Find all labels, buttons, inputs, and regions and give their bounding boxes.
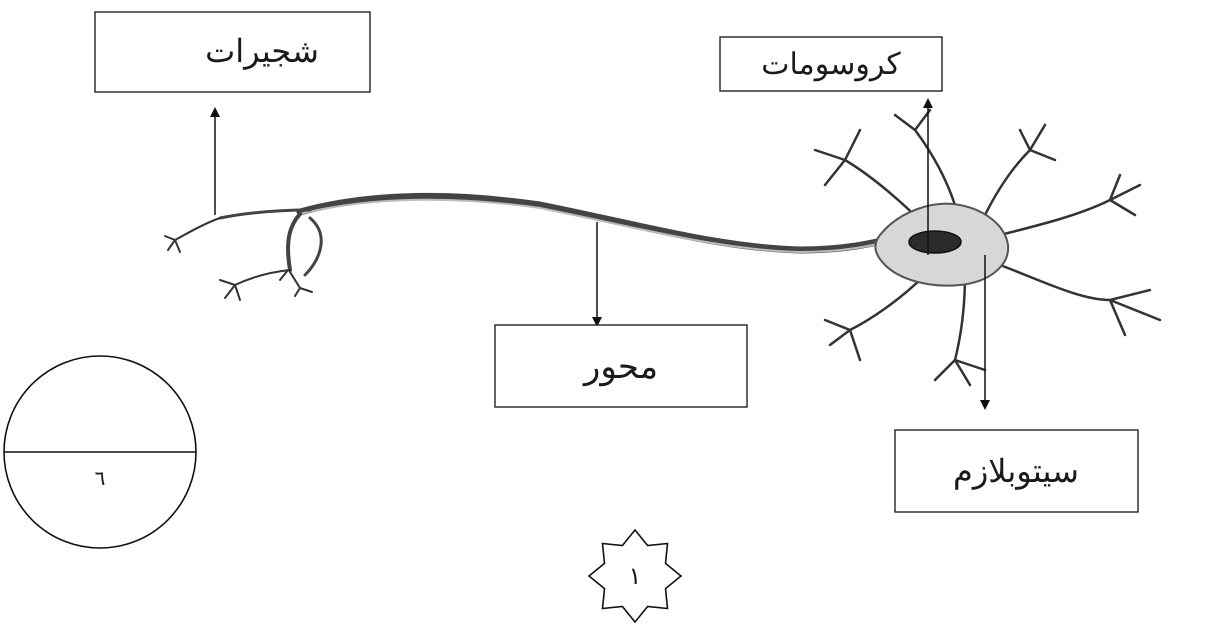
svg-text:سيتوبلازم: سيتوبلازم [953,452,1079,490]
svg-text:محور: محور [582,347,658,387]
axon [220,196,905,275]
page-number-badge: ١ [589,530,681,622]
nucleus [909,231,961,253]
label-box-chromosomes: كروسومات [720,37,942,91]
score-value: ٦ [95,466,106,490]
label-box-axon: محور [495,325,747,407]
page-number: ١ [629,562,642,590]
score-circle: ٦ [4,356,196,548]
svg-text:كروسومات: كروسومات [761,47,901,82]
svg-text:شجيرات: شجيرات [205,32,319,70]
label-box-dendrites: شجيرات [95,12,370,92]
label-box-cytoplasm: سيتوبلازم [895,430,1138,512]
